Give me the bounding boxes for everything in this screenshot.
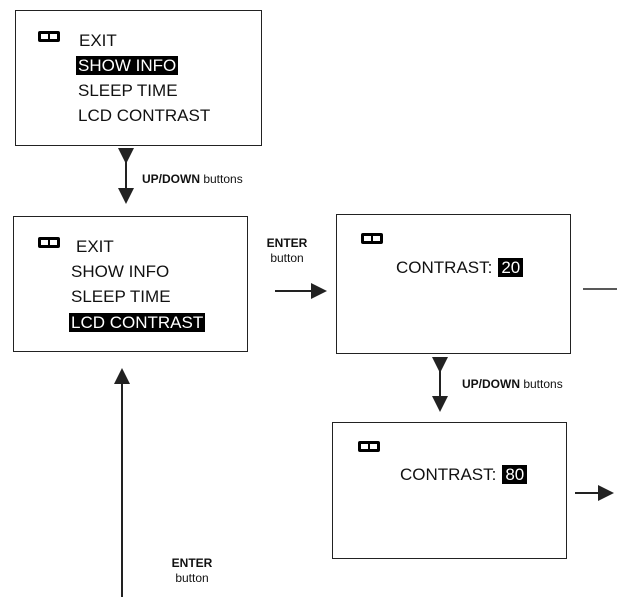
lcd-screen-top: EXIT SHOW INFO SLEEP TIME LCD CONTRAST: [15, 10, 262, 146]
menu-item-lcd-contrast: LCD CONTRAST: [78, 106, 211, 125]
menu-item-sleep-time: SLEEP TIME: [78, 81, 178, 100]
battery-icon: [358, 441, 380, 452]
lcd-screen-contrast-80: CONTRAST:80: [332, 422, 567, 559]
updown-buttons-label-2: UP/DOWN buttons: [462, 377, 563, 391]
contrast-readout: CONTRAST:20: [396, 258, 524, 278]
contrast-value: 80: [502, 465, 528, 484]
menu-item-exit: EXIT: [76, 237, 114, 256]
menu-item-exit: EXIT: [79, 31, 117, 50]
battery-icon: [38, 237, 60, 248]
enter-button-label-1: ENTER button: [266, 236, 308, 265]
enter-button-label-2: ENTER button: [171, 556, 213, 585]
contrast-value: 20: [498, 258, 524, 277]
menu-item-sleep-time: SLEEP TIME: [71, 287, 171, 306]
contrast-readout: CONTRAST:80: [400, 465, 528, 485]
battery-icon: [38, 31, 60, 42]
menu-item-show-info: SHOW INFO: [76, 56, 179, 75]
menu-item-show-info: SHOW INFO: [71, 262, 170, 281]
lcd-screen-middle: EXIT SHOW INFO SLEEP TIME LCD CONTRAST: [13, 216, 248, 352]
battery-icon: [361, 233, 383, 244]
menu-item-lcd-contrast: LCD CONTRAST: [69, 313, 206, 332]
lcd-screen-contrast-20: CONTRAST:20: [336, 214, 571, 354]
updown-buttons-label-1: UP/DOWN buttons: [142, 172, 243, 186]
